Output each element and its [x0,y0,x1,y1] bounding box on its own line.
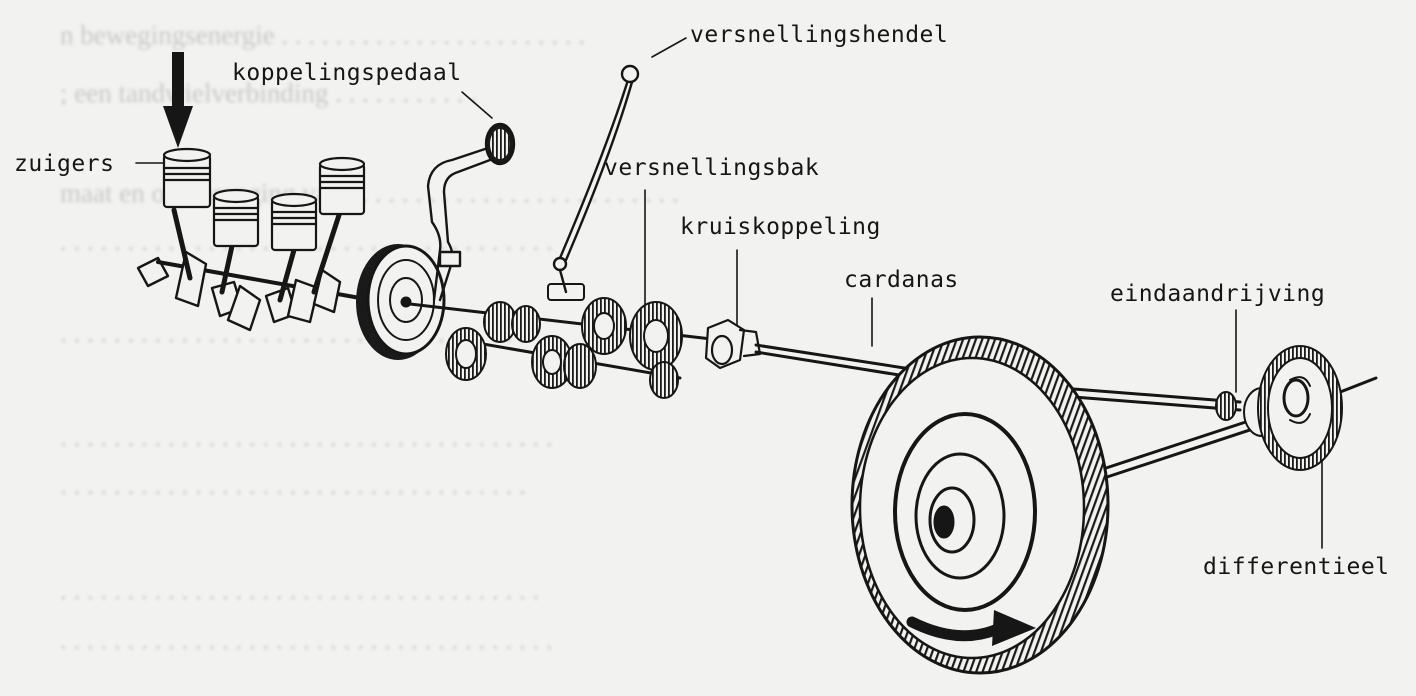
crankshaft [136,250,362,332]
pistons [162,147,366,303]
label-eindaandrijving: eindaandrijving [1110,281,1326,307]
leader-lines [135,37,1323,549]
gear-lever [552,64,640,294]
piston-1 [162,147,212,281]
label-koppelingspedaal: koppelingspedaal [232,60,462,86]
piston-2 [212,188,260,295]
piston-3 [270,192,318,303]
universal-joint [704,318,762,370]
gearbox-gears [445,283,683,399]
label-cardanas: cardanas [844,267,959,293]
label-kruiskoppeling: kruiskoppeling [680,214,881,240]
label-versnellingsbak: versnellingsbak [604,155,820,181]
flywheel [356,244,446,360]
label-zuigers: zuigers [14,151,115,177]
rear-wheel [850,335,1110,675]
label-versnellingshendel: versnellingshendel [690,22,949,48]
label-differentieel: differentieel [1203,554,1390,580]
piston-4 [311,156,366,295]
rotation-arrow-icon [906,610,1036,646]
clutch-pedal [426,122,516,302]
final-drive [1215,345,1343,471]
force-arrow-icon [163,52,193,148]
